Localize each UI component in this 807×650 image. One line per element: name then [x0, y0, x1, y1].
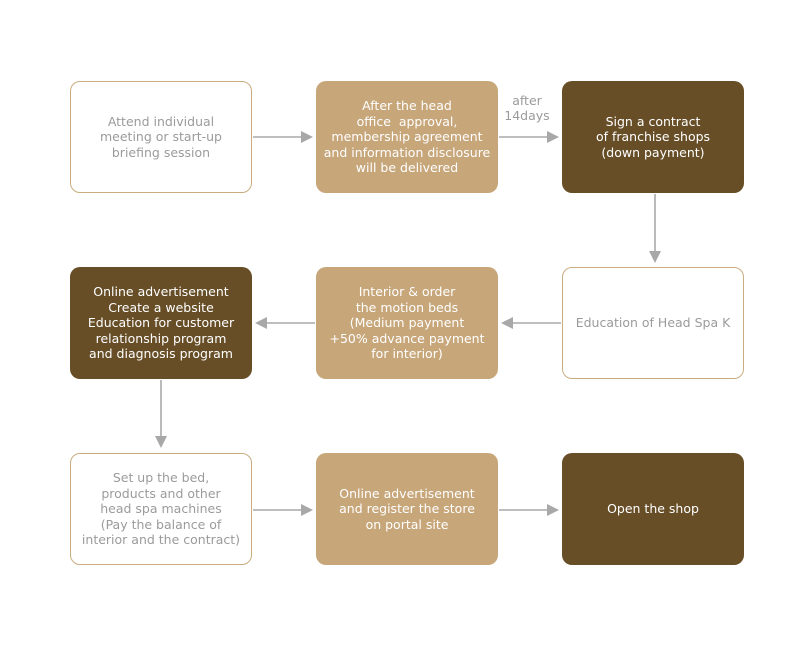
- step-1-line-2: meeting or start-up: [99, 129, 222, 145]
- step-9-text: Open the shop: [607, 501, 699, 517]
- step-6-box: Online advertisement Create a website Ed…: [70, 267, 252, 379]
- step-1-line-1: Attend individual: [107, 113, 215, 129]
- step-5-box: Interior & order the motion beds (Medium…: [316, 267, 498, 379]
- arrow-s8-s9: [499, 504, 559, 516]
- step-7-box: Set up the bed, products and other head …: [70, 453, 252, 565]
- step-9-line-1: Open the shop: [607, 501, 699, 517]
- step-5-text: Interior & order the motion beds (Medium…: [329, 284, 484, 362]
- step-2-line-5: will be delivered: [355, 160, 459, 176]
- arrow-s6-s7: [155, 380, 167, 448]
- step-6-line-2: Create a website: [108, 299, 214, 315]
- step-8-line-1: Online advertisement: [339, 485, 475, 501]
- step-3-box: Sign a contract of franchise shops (down…: [562, 81, 744, 193]
- step-8-line-3: on portal site: [365, 516, 449, 532]
- step-4-line-1: Education of Head Spa K: [575, 315, 731, 331]
- arrow-s4-s5: [501, 317, 561, 329]
- step-5-line-2: the motion beds: [355, 299, 459, 315]
- step-4-box: Education of Head Spa K: [562, 267, 744, 379]
- step-2-text: After the head office approval, membersh…: [324, 98, 491, 176]
- step-6-line-1: Online advertisement: [93, 284, 229, 300]
- step-7-line-4: (Pay the balance of: [100, 516, 222, 532]
- step-3-line-3: (down payment): [601, 144, 705, 160]
- step-9-box: Open the shop: [562, 453, 744, 565]
- step-2-box: After the head office approval, membersh…: [316, 81, 498, 193]
- step-5-line-1: Interior & order: [358, 284, 456, 300]
- step-2-line-2: office approval,: [356, 113, 458, 129]
- step-7-text: Set up the bed, products and other head …: [82, 470, 240, 548]
- step-7-line-3: head spa machines: [100, 501, 222, 517]
- step-1-line-3: briefing session: [111, 144, 211, 160]
- step-3-text: Sign a contract of franchise shops (down…: [596, 114, 710, 161]
- step-2-line-3: membership agreement: [331, 129, 483, 145]
- step-1-text: Attend individual meeting or start-up br…: [100, 114, 222, 161]
- step-6-line-4: relationship program: [95, 330, 227, 346]
- step-7-line-2: products and other: [101, 485, 221, 501]
- connector-note-line-2: 14days: [504, 108, 550, 123]
- step-4-text: Education of Head Spa K: [576, 315, 731, 331]
- arrow-s7-s8: [253, 504, 313, 516]
- step-2-line-1: After the head: [362, 98, 452, 114]
- arrow-s2-s3: [499, 131, 559, 143]
- step-7-line-1: Set up the bed,: [112, 470, 210, 486]
- step-6-line-3: Education for customer: [87, 315, 235, 331]
- step-8-box: Online advertisement and register the st…: [316, 453, 498, 565]
- step-3-line-1: Sign a contract: [605, 113, 701, 129]
- step-8-text: Online advertisement and register the st…: [339, 486, 475, 533]
- step-2-line-4: and information disclosure: [323, 144, 491, 160]
- arrow-s3-s4: [649, 194, 661, 263]
- arrow-s1-s2: [253, 131, 313, 143]
- step-6-line-5: and diagnosis program: [89, 346, 233, 362]
- connector-note-line-1: after: [512, 93, 542, 108]
- arrow-s5-s6: [255, 317, 315, 329]
- step-3-line-2: of franchise shops: [595, 129, 711, 145]
- step-7-line-5: interior and the contract): [81, 532, 241, 548]
- step-8-line-2: and register the store: [339, 501, 475, 517]
- step-5-line-4: +50% advance payment: [329, 330, 485, 346]
- step-5-line-5: for interior): [371, 346, 443, 362]
- connector-note: after 14days: [497, 93, 557, 123]
- step-1-box: Attend individual meeting or start-up br…: [70, 81, 252, 193]
- step-6-text: Online advertisement Create a website Ed…: [88, 284, 234, 362]
- step-5-line-3: (Medium payment: [349, 315, 465, 331]
